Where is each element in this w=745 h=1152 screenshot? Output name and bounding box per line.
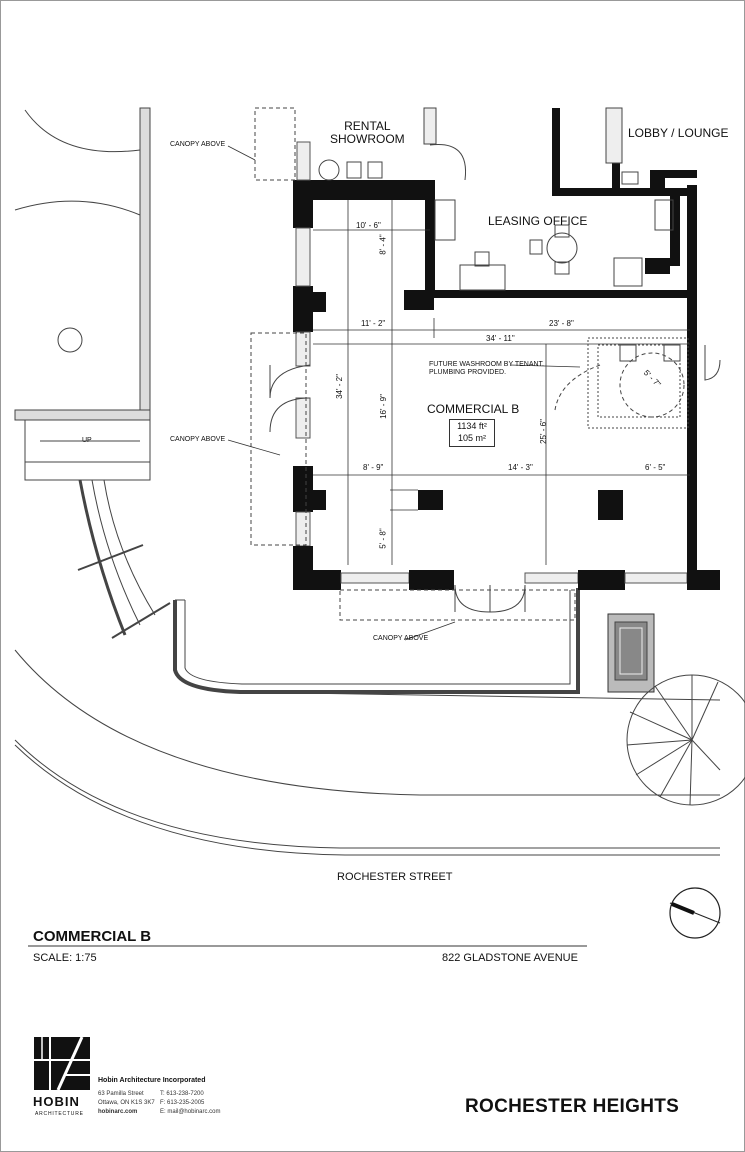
dim-23-8: 23' - 8"	[549, 319, 574, 328]
commercial-b-label: COMMERCIAL B	[427, 402, 520, 416]
dim-6-5: 6' - 5"	[645, 463, 666, 472]
area-imperial: 1134 ft²	[457, 421, 487, 431]
building-walls	[293, 108, 720, 590]
dim-8-9: 8' - 9"	[363, 463, 384, 472]
brand-subtitle: ARCHITECTURE	[35, 1111, 84, 1117]
street-label: ROCHESTER STREET	[337, 871, 453, 883]
leasing-office-label: LEASING OFFICE	[488, 214, 588, 228]
dim-5-8: 5' - 8"	[378, 528, 388, 549]
address-label: 822 GLADSTONE AVENUE	[442, 952, 578, 964]
area-box: 1134 ft² 105 m²	[449, 419, 495, 447]
dim-10-6: 10' - 6"	[356, 221, 381, 230]
firm-fax: F: 613-235-2005	[160, 1100, 205, 1106]
lobby-label: LOBBY / LOUNGE	[628, 126, 729, 140]
north-arrow	[669, 887, 721, 939]
canopy-note-3: CANOPY ABOVE	[373, 635, 429, 642]
firm-name: Hobin Architecture Incorporated	[98, 1077, 206, 1084]
washroom-note: FUTURE WASHROOM BY TENANT. PLUMBING PROV…	[429, 361, 544, 376]
firm-contact: T: 613-238-7200 F: 613-235-2005 E: mail@…	[160, 1090, 220, 1117]
stair-up-label: UP	[82, 437, 92, 444]
dim-14-3: 14' - 3"	[508, 463, 533, 472]
brand-wordmark: HOBIN	[33, 1094, 80, 1109]
scale-label: SCALE: 1:75	[33, 952, 97, 964]
firm-street: 63 Pamilla Street	[98, 1091, 144, 1097]
dim-8-4: 8' - 4"	[378, 234, 388, 255]
firm-email[interactable]: E: mail@hobinarc.com	[160, 1109, 221, 1115]
dim-16-9: 16' - 9"	[378, 394, 388, 419]
dim-34-11: 34' - 11"	[486, 334, 515, 343]
dim-25-6: 25' - 6"	[538, 419, 548, 444]
canopy-note-2: CANOPY ABOVE	[170, 436, 226, 443]
dim-34-2: 34' - 2"	[334, 374, 344, 399]
firm-address: 63 Pamilla Street Ottawa, ON K1S 3K7 hob…	[98, 1090, 155, 1117]
plan-details	[250, 107, 721, 621]
area-metric: 105 m²	[457, 433, 486, 443]
dimension-lines	[227, 145, 690, 641]
project-title: ROCHESTER HEIGHTS	[465, 1096, 680, 1117]
hobin-logo	[34, 1036, 90, 1091]
firm-web[interactable]: hobinarc.com	[98, 1109, 138, 1115]
site-context	[14, 107, 745, 856]
canopy-note-1: CANOPY ABOVE	[170, 141, 226, 148]
dim-11-2: 11' - 2"	[361, 319, 386, 328]
unit-title: COMMERCIAL B	[33, 928, 152, 945]
rental-showroom-label: RENTAL SHOWROOM	[330, 119, 405, 146]
firm-tel: T: 613-238-7200	[160, 1091, 204, 1097]
firm-city: Ottawa, ON K1S 3K7	[98, 1100, 155, 1106]
